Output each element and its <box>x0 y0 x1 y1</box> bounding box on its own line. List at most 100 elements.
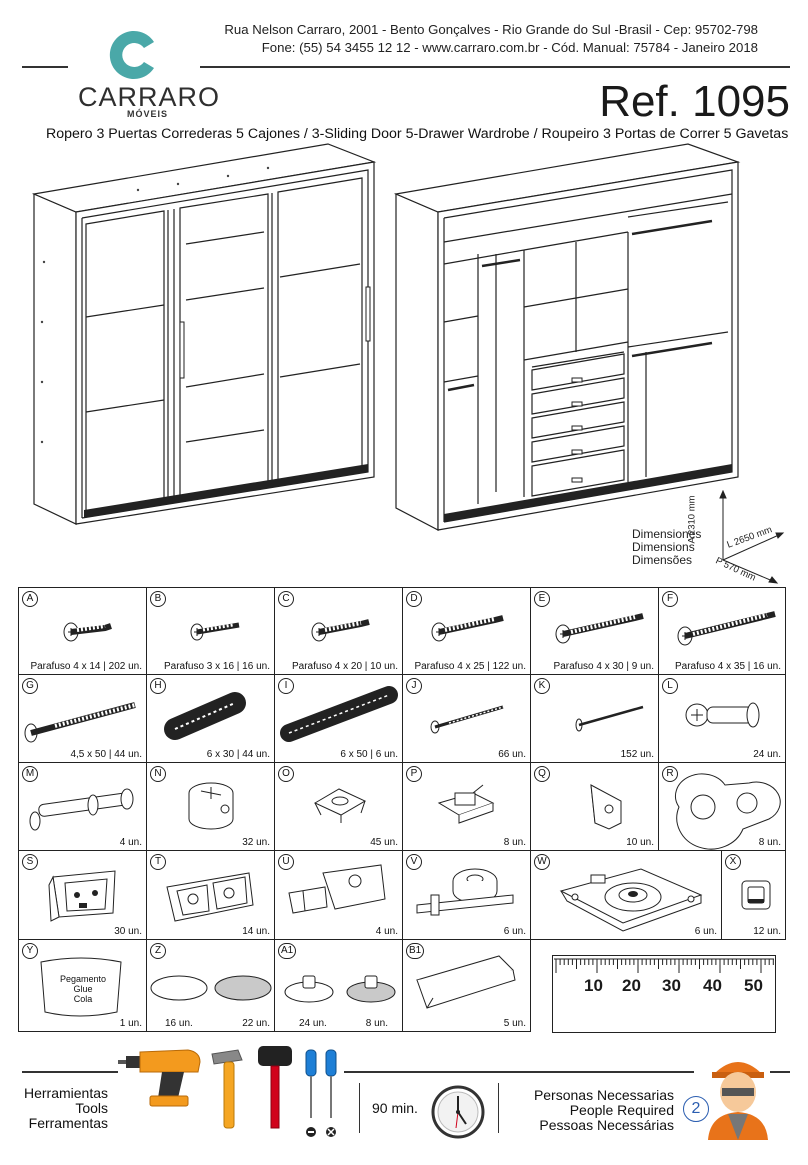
door-stop-icon <box>288 864 386 914</box>
connector-bolt-icon <box>29 788 134 831</box>
part-caption: Parafuso 4 x 20 | 10 un. <box>291 661 398 672</box>
wood-dowel-icon <box>164 692 246 740</box>
footer-rule-left <box>22 1071 118 1073</box>
screw-icon <box>677 611 776 646</box>
part-badge: L <box>662 678 678 694</box>
part-cell-n: N 32 un. <box>146 762 275 851</box>
part-caption: 6 x 50 | 6 un. <box>340 749 398 760</box>
part-badge: N <box>150 766 166 782</box>
part-cell-b: B Parafuso 3 x 16 | 16 un. <box>146 587 275 675</box>
part-caption: 152 un. <box>620 749 654 760</box>
ruler-label-30: 30 <box>662 976 681 995</box>
worker-icon <box>708 1062 768 1140</box>
cam-bolt-icon <box>685 702 760 728</box>
part-caption: Parafuso 4 x 30 | 9 un. <box>553 661 654 672</box>
part-caption-a: 16 un. <box>165 1018 193 1029</box>
part-badge: T <box>150 854 166 870</box>
part-caption: 32 un. <box>242 837 270 848</box>
part-cell-k: K 152 un. <box>530 674 659 763</box>
part-badge: A1 <box>278 943 297 959</box>
door-guide-icon <box>741 880 771 910</box>
ruler-label-40: 40 <box>703 976 722 995</box>
rod-holder-icon <box>675 773 781 850</box>
clock-icon <box>431 1085 485 1139</box>
part-caption: 45 un. <box>370 837 398 848</box>
part-cell-m: M 4 un. <box>18 762 147 851</box>
part-badge: S <box>22 854 38 870</box>
corner-block-icon <box>590 784 622 830</box>
part-badge: B1 <box>406 943 425 959</box>
bumper-pad-icon <box>284 975 396 1003</box>
part-caption: 6 un. <box>503 926 526 937</box>
part-badge: J <box>406 678 422 694</box>
part-cell-g: G 4,5 x 50 | 44 un. <box>18 674 147 763</box>
product-subtitle: Ropero 3 Puertas Correderas 5 Cajones / … <box>46 126 789 142</box>
reference-number: Ref. 1095 <box>599 77 790 126</box>
dimensions-label-pt: Dimensões <box>632 553 693 567</box>
long-screw-icon <box>24 702 136 743</box>
part-cell-a: A Parafuso 4 x 14 | 202 un. <box>18 587 147 675</box>
parts-grid: A Parafuso 4 x 14 | 202 un. B Parafuso 3… <box>18 587 786 1032</box>
brand-name: CARRARO <box>78 82 221 112</box>
part-caption: Parafuso 4 x 25 | 122 un. <box>414 661 526 672</box>
felt-pad-icon <box>150 975 272 1001</box>
part-cell-i: I 6 x 50 | 6 un. <box>274 674 403 763</box>
brand-subtitle: MÓVEIS <box>127 109 169 119</box>
people-label-pt: Pessoas Necessárias <box>539 1117 674 1133</box>
part-badge: H <box>150 678 166 694</box>
part-cell-u: U 4 un. <box>274 850 403 940</box>
people-label-es: Personas Necessarias <box>533 1087 674 1103</box>
part-cell-c: C Parafuso 4 x 20 | 10 un. <box>274 587 403 675</box>
screw-icon <box>431 615 504 642</box>
people-count: 2 <box>691 1100 701 1117</box>
part-cell-h: H 6 x 30 | 44 un. <box>146 674 275 763</box>
part-badge: Y <box>22 943 38 959</box>
glue-label-es: Pegamento <box>59 974 107 984</box>
part-cell-v: V 6 un. <box>402 850 531 940</box>
screw-icon <box>190 622 240 641</box>
part-badge: X <box>725 854 741 870</box>
footer-separator-2 <box>498 1083 499 1133</box>
part-badge: I <box>278 678 294 694</box>
part-caption: Parafuso 4 x 35 | 16 un. <box>674 661 781 672</box>
part-badge: Z <box>150 943 166 959</box>
part-badge: C <box>278 591 294 607</box>
people-label-en: People Required <box>569 1102 674 1118</box>
header-contact: Fone: (55) 54 3455 12 12 - www.carraro.c… <box>261 40 758 55</box>
measuring-ruler <box>552 955 776 1033</box>
header-rule-right <box>200 66 790 68</box>
long-wood-dowel-icon <box>280 686 398 742</box>
part-badge: P <box>406 766 422 782</box>
tools-label-pt: Ferramentas <box>28 1115 108 1131</box>
dimensions-label-en: Dimensions <box>632 540 695 554</box>
part-badge: F <box>662 591 678 607</box>
part-caption: Parafuso 3 x 16 | 16 un. <box>163 661 270 672</box>
part-caption: 30 un. <box>114 926 142 937</box>
part-badge: G <box>22 678 38 694</box>
part-cell-a1: A1 24 un. 8 un. <box>274 939 403 1032</box>
ruler-label-10: 10 <box>584 976 603 995</box>
part-caption: 8 un. <box>758 837 781 848</box>
mallet-icon <box>258 1046 292 1129</box>
part-cell-d: D Parafuso 4 x 25 | 122 un. <box>402 587 531 675</box>
screwdriver-icon <box>305 1049 337 1137</box>
shelf-support-icon <box>313 788 367 823</box>
thin-screw-icon <box>430 705 504 734</box>
part-badge: D <box>406 591 422 607</box>
part-caption: 66 un. <box>498 749 526 760</box>
header-rule-left <box>22 66 68 68</box>
wardrobe-closed-drawing <box>31 143 377 525</box>
drawer-handle-icon <box>416 955 516 1009</box>
part-cell-j: J 66 un. <box>402 674 531 763</box>
part-cell-e: E Parafuso 4 x 30 | 9 un. <box>530 587 659 675</box>
part-cell-b1: B1 5 un. <box>402 939 531 1032</box>
tools-label-es: Herramientas <box>23 1085 108 1101</box>
dimension-height: A 2310 mm <box>686 495 698 544</box>
part-cell-p: P 8 un. <box>402 762 531 851</box>
part-cell-o: O 45 un. <box>274 762 403 851</box>
drill-icon <box>118 1049 201 1107</box>
assembly-time: 90 min. <box>372 1100 418 1116</box>
ruler-label-50: 50 <box>744 976 763 995</box>
part-cell-r: R 8 un. <box>658 762 786 851</box>
part-badge: R <box>662 766 678 782</box>
